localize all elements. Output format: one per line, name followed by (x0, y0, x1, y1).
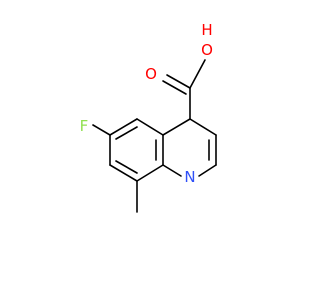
hydroxyl-oxygen-label: O (201, 41, 213, 59)
bond-c7-c8-inner (115, 160, 138, 174)
bond-c4-c4a (162, 118, 191, 136)
nitrogen-label: N (184, 168, 195, 186)
bond-c5-c6-inner (115, 126, 138, 140)
bond-c6-fluorine (92, 124, 111, 136)
hydroxyl-hydrogen-label: H (201, 21, 212, 39)
molecule-structure: O O H F N (80, 21, 217, 213)
bond-c4a-c5 (136, 118, 164, 136)
bond-c8-c8a (136, 164, 164, 182)
bond-carboxyl-oxygen-double-a (166, 74, 191, 89)
bond-c7-c8 (109, 164, 138, 182)
bond-c3-c4 (189, 118, 217, 136)
bond-carboxyl-oxygen-double-b (162, 80, 187, 95)
bond-carboxyl-hydroxyl (189, 59, 206, 89)
bond-c8a-n1-visible (162, 164, 182, 177)
fluorine-label: F (80, 117, 89, 135)
bond-c5-c6 (109, 118, 138, 136)
oxygen-carbonyl-label: O (145, 65, 157, 83)
bond-n1-c2 (198, 164, 217, 177)
